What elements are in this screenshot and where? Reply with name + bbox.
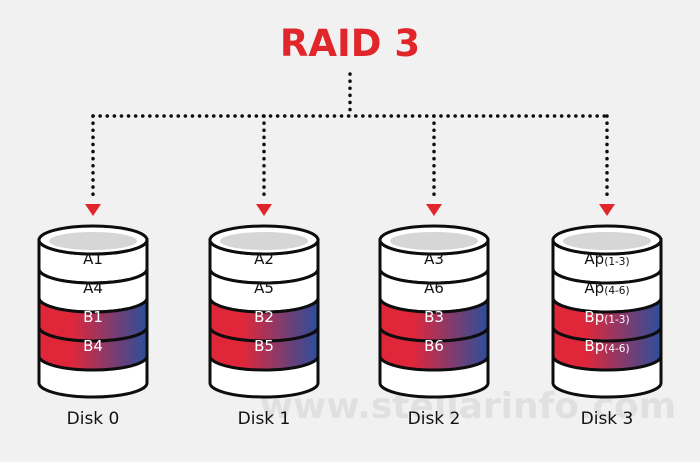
data-block <box>378 326 490 372</box>
block-label-main: B1 <box>83 308 103 326</box>
block-label-main: Bp <box>584 337 604 355</box>
data-block <box>37 326 149 372</box>
block-label-main: Bp <box>584 308 604 326</box>
block-label-main: B5 <box>254 337 274 355</box>
block-label: B2 <box>254 308 274 326</box>
block-label: B6 <box>424 337 444 355</box>
connector-lines <box>85 72 615 216</box>
disk-platter <box>220 232 308 250</box>
block-label-sub: (4-6) <box>604 285 629 297</box>
diagram-title: RAID 3 <box>280 22 420 65</box>
block-label-sub: (1-3) <box>604 256 629 268</box>
block-label: Ap(4-6) <box>584 279 629 297</box>
arrow-down-icon <box>426 204 442 216</box>
block-label-main: Ap <box>584 279 604 297</box>
block-label-main: B2 <box>254 308 274 326</box>
block-label-main: B6 <box>424 337 444 355</box>
block-label-main: A6 <box>424 279 444 297</box>
block-label-main: B4 <box>83 337 103 355</box>
block-label-sub: (1-3) <box>604 314 629 326</box>
disk-platter <box>563 232 651 250</box>
block-label: A5 <box>254 279 274 297</box>
block-label-main: A4 <box>83 279 103 297</box>
data-block <box>208 326 320 372</box>
block-label: B3 <box>424 308 444 326</box>
disk-platter <box>49 232 137 250</box>
arrow-down-icon <box>85 204 101 216</box>
block-label: A4 <box>83 279 103 297</box>
block-label: A6 <box>424 279 444 297</box>
disk-label: Disk 1 <box>238 409 291 429</box>
disk-platter <box>390 232 478 250</box>
block-label: B5 <box>254 337 274 355</box>
arrow-down-icon <box>599 204 615 216</box>
disk-label: Disk 3 <box>581 409 634 429</box>
disk-label: Disk 0 <box>67 409 120 429</box>
block-label: B4 <box>83 337 103 355</box>
disk-3: Ap(1-3)Ap(4-6)Bp(1-3)Bp(4-6)Disk 3 <box>551 224 663 429</box>
block-label-main: A5 <box>254 279 274 297</box>
disk-label: Disk 2 <box>408 409 461 429</box>
arrow-down-icon <box>256 204 272 216</box>
block-label-sub: (4-6) <box>604 343 629 355</box>
block-label-main: B3 <box>424 308 444 326</box>
block-label: B1 <box>83 308 103 326</box>
block-label: Bp(1-3) <box>584 308 629 326</box>
data-block <box>551 326 663 372</box>
block-label: Bp(4-6) <box>584 337 629 355</box>
